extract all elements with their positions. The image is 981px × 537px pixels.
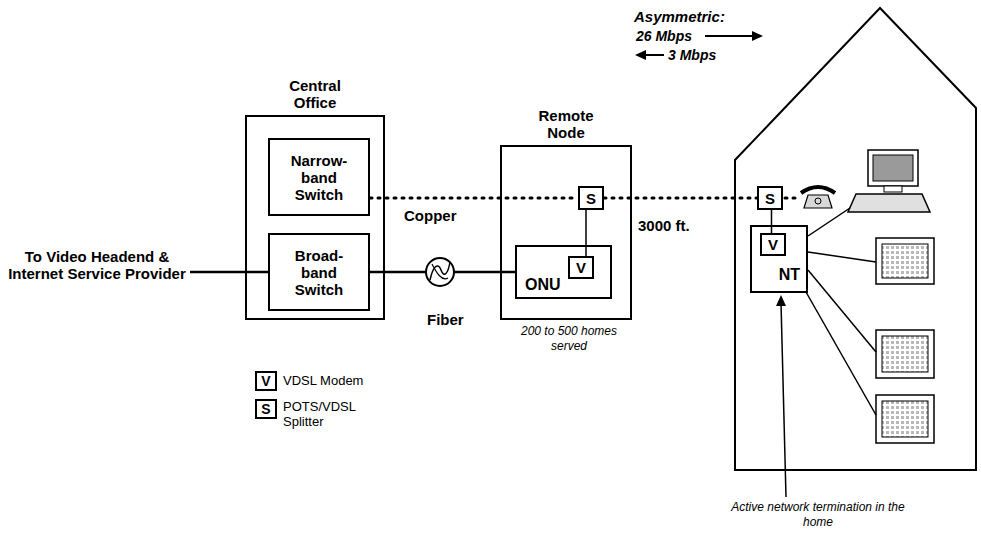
splitter-box: S bbox=[757, 186, 783, 210]
box-label: V bbox=[576, 259, 586, 276]
legend-symbol: V bbox=[261, 373, 270, 390]
upstream-arrow bbox=[635, 50, 664, 60]
distance-label: 3000 ft. bbox=[638, 217, 690, 234]
connector-line bbox=[585, 210, 587, 256]
leader-arrow bbox=[776, 295, 786, 497]
rate-label: 3 Mbps bbox=[668, 47, 716, 64]
splitter-box: S bbox=[578, 186, 604, 210]
legend-sample-box: V bbox=[255, 371, 277, 391]
box-label: NT bbox=[779, 266, 800, 283]
box-label: V bbox=[768, 236, 778, 253]
box-heading: Central Office bbox=[275, 77, 355, 111]
destination-label: To Video Headend & Internet Service Prov… bbox=[4, 248, 190, 282]
copper-line bbox=[370, 197, 578, 200]
legend-sample-box: S bbox=[255, 399, 277, 419]
fiber-icon bbox=[426, 258, 454, 286]
legend-symbol: S bbox=[261, 401, 270, 418]
onu-box: ONU V bbox=[515, 245, 612, 299]
switch-box: Narrow-band Switch bbox=[268, 138, 370, 216]
tv-icon bbox=[876, 238, 934, 284]
box-label: Narrow-band Switch bbox=[283, 152, 355, 203]
modem-box: V bbox=[760, 233, 786, 256]
legend-text: VDSL Modem bbox=[283, 373, 365, 388]
annotation: Asymmetric: bbox=[634, 8, 725, 25]
box-heading: Remote Node bbox=[526, 107, 606, 141]
note: 200 to 500 homes served bbox=[520, 324, 618, 354]
central-office-box: Central OfficeNarrow-band SwitchBroad-ba… bbox=[245, 115, 385, 320]
remote-node-box: Remote NodeSONUV bbox=[500, 145, 632, 320]
medium-label: Copper bbox=[404, 207, 457, 224]
switch-box: Broad-band Switch bbox=[268, 233, 370, 311]
downstream-arrow bbox=[705, 31, 763, 41]
phone-line bbox=[785, 197, 800, 200]
modem-box: V bbox=[568, 256, 594, 279]
note: Active network termination in the home bbox=[718, 500, 918, 530]
copper-line bbox=[604, 197, 757, 200]
network-termination-box: NTV bbox=[750, 225, 808, 293]
connector-line bbox=[771, 210, 773, 233]
box-label: Broad-band Switch bbox=[283, 247, 355, 298]
box-label: ONU bbox=[525, 276, 561, 293]
tv-icon bbox=[876, 395, 934, 443]
box-label: S bbox=[765, 190, 775, 207]
computer-icon bbox=[848, 150, 930, 212]
rate-label: 26 Mbps bbox=[636, 28, 692, 45]
medium-label: Fiber bbox=[427, 311, 464, 328]
home-wiring bbox=[806, 208, 876, 415]
feed-line bbox=[190, 271, 268, 274]
box-label: S bbox=[586, 190, 596, 207]
house-outline bbox=[735, 8, 976, 470]
legend-text: POTS/VDSL Splitter bbox=[283, 399, 365, 429]
tv-icon bbox=[876, 330, 934, 378]
telephone-icon bbox=[801, 187, 835, 208]
